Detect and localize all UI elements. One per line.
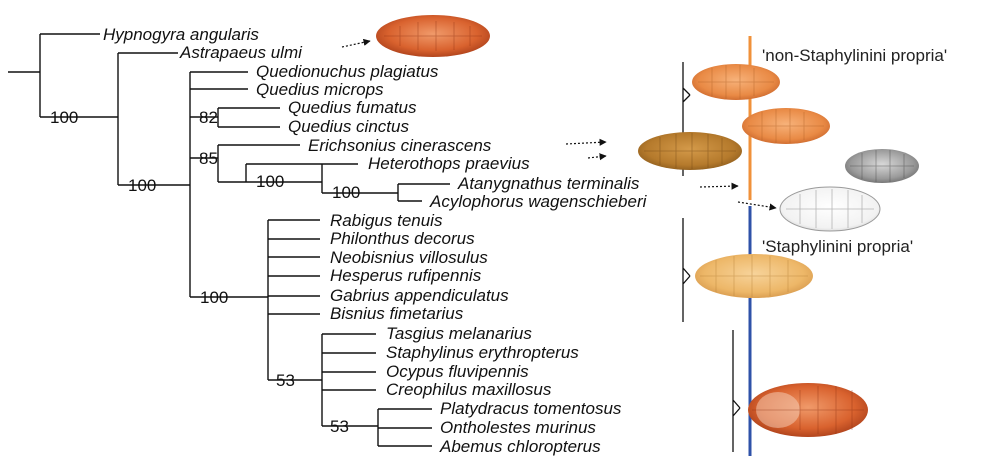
bracket-staphylinini <box>683 218 690 322</box>
branch-53-lower <box>378 409 432 446</box>
branch-root <box>40 34 118 117</box>
support-value: 100 <box>50 108 78 127</box>
larva-non-staphylinini-2-image <box>742 108 830 144</box>
taxon-label: Philonthus decorus <box>330 229 475 248</box>
arrow-acylophorus <box>738 202 776 208</box>
taxon-label: Staphylinus erythropterus <box>386 343 579 362</box>
taxon-label: Acylophorus wagenschieberi <box>429 192 648 211</box>
support-value: 100 <box>128 176 156 195</box>
group-label-non-staphylinini: 'non-Staphylinini propria' <box>762 46 947 65</box>
taxon-label: Ocypus fluvipennis <box>386 362 529 381</box>
taxon-label: Quedius fumatus <box>288 98 417 117</box>
taxon-label: Ontholestes murinus <box>440 418 596 437</box>
arrow-erichsonius <box>566 142 606 144</box>
taxon-label: Quedius cinctus <box>288 117 409 136</box>
group-label-staphylinini: 'Staphylinini propria' <box>762 237 913 256</box>
taxon-label: Quedius microps <box>256 80 384 99</box>
support-value: 53 <box>276 371 295 390</box>
taxon-label: Hesperus rufipennis <box>330 266 482 285</box>
branch-staphylinini <box>268 220 322 380</box>
arrow-heterothops <box>588 156 606 158</box>
taxon-label: Heterothops praevius <box>368 154 530 173</box>
support-value: 85 <box>199 149 218 168</box>
support-value: 100 <box>256 172 284 191</box>
support-value: 100 <box>332 183 360 202</box>
larva-acylophorus-image <box>780 187 880 231</box>
larva-atanygnathus-image <box>845 149 919 183</box>
taxon-label: Tasgius melanarius <box>386 324 532 343</box>
taxon-label: Rabigus tenuis <box>330 211 443 230</box>
support-values: 100 100 82 85 100 100 100 53 53 <box>50 108 360 436</box>
taxon-label: Neobisnius villosulus <box>330 248 488 267</box>
taxon-label: Platydracus tomentosus <box>440 399 622 418</box>
taxon-label: Hypnogyra angularis <box>103 25 259 44</box>
larva-lower-group-image <box>748 383 868 437</box>
arrow-atanygnathus <box>700 186 738 187</box>
taxon-label: Abemus chloropterus <box>439 437 601 456</box>
taxon-label: Erichsonius cinerascens <box>308 136 492 155</box>
taxon-label: Astrapaeus ulmi <box>179 43 303 62</box>
taxon-label: Bisnius fimetarius <box>330 304 464 323</box>
taxon-labels: Hypnogyra angularis Astrapaeus ulmi Qued… <box>103 25 648 456</box>
branch-ingroup <box>118 53 190 185</box>
taxon-label: Atanygnathus terminalis <box>457 174 640 193</box>
larva-erichsonius-image <box>638 132 742 170</box>
taxon-label: Creophilus maxillosus <box>386 380 552 399</box>
larva-astrapaeus-image <box>376 15 490 57</box>
larva-staphylinini-image <box>695 254 813 298</box>
arrow-astrapaeus <box>342 41 370 47</box>
branch-quedius <box>218 108 280 127</box>
support-value: 82 <box>199 108 218 127</box>
support-value: 100 <box>200 288 228 307</box>
branch-53-upper <box>322 334 378 426</box>
taxon-label: Gabrius appendiculatus <box>330 286 509 305</box>
taxon-label: Quedionuchus plagiatus <box>256 62 439 81</box>
bracket-lower <box>733 330 740 452</box>
support-value: 53 <box>330 417 349 436</box>
larva-non-staphylinini-1-image <box>692 64 780 100</box>
